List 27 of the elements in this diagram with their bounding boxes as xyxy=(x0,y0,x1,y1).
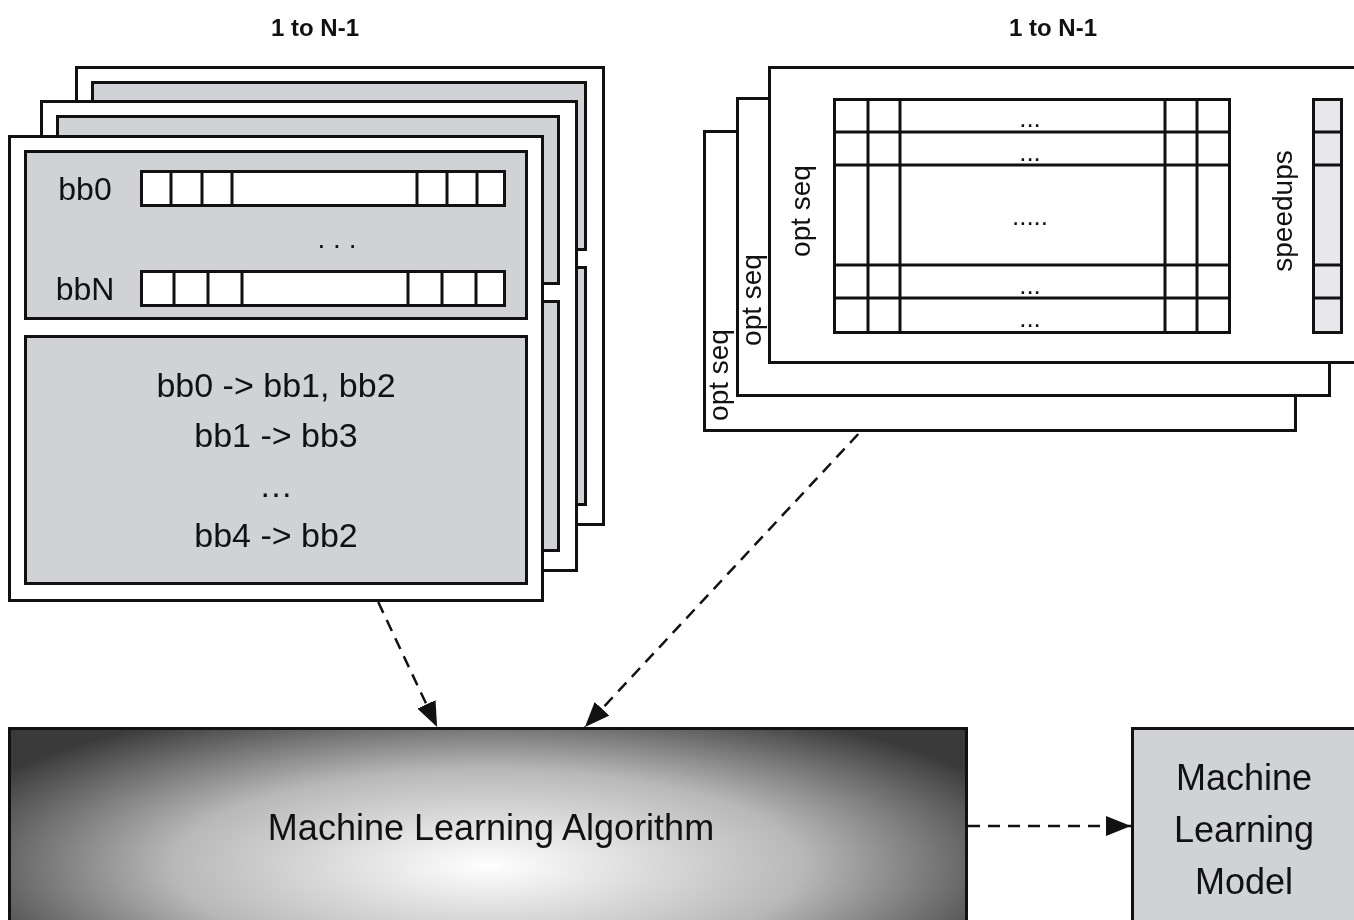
table-panel xyxy=(24,150,528,320)
ellipsis: . . . xyxy=(317,223,357,255)
edge-list-line: bb0 -> bb1, bb2 xyxy=(156,365,396,406)
box-label: Machine Learning Model xyxy=(1172,756,1316,904)
ellipsis: ... xyxy=(1019,302,1041,334)
edge-list-line: … xyxy=(259,465,293,506)
page-label: opt seq xyxy=(736,254,768,346)
algorithm-box xyxy=(8,727,968,920)
ellipsis: ..... xyxy=(1011,200,1049,232)
ellipsis: ... xyxy=(1019,102,1041,134)
edge-list-line: bb1 -> bb3 xyxy=(194,415,358,456)
arrow xyxy=(968,816,1131,836)
stack-heading: 1 to N-1 xyxy=(271,14,359,42)
row-header: opt seq xyxy=(785,165,817,257)
page-label: opt seq xyxy=(703,329,735,421)
row-label: bb0 xyxy=(58,170,112,208)
edge-list-panel xyxy=(24,335,528,585)
row-header: speedups xyxy=(1267,150,1299,272)
box-label: Machine Learning Algorithm xyxy=(267,807,715,849)
ellipsis: ... xyxy=(1019,269,1041,301)
ellipsis: ... xyxy=(1019,136,1041,168)
arrow xyxy=(584,433,860,728)
stack-heading: 1 to N-1 xyxy=(1009,14,1097,42)
edge-list-line: bb4 -> bb2 xyxy=(194,515,358,556)
model-box xyxy=(1131,727,1354,920)
row-label: bbN xyxy=(55,270,115,308)
arrow xyxy=(377,601,439,728)
